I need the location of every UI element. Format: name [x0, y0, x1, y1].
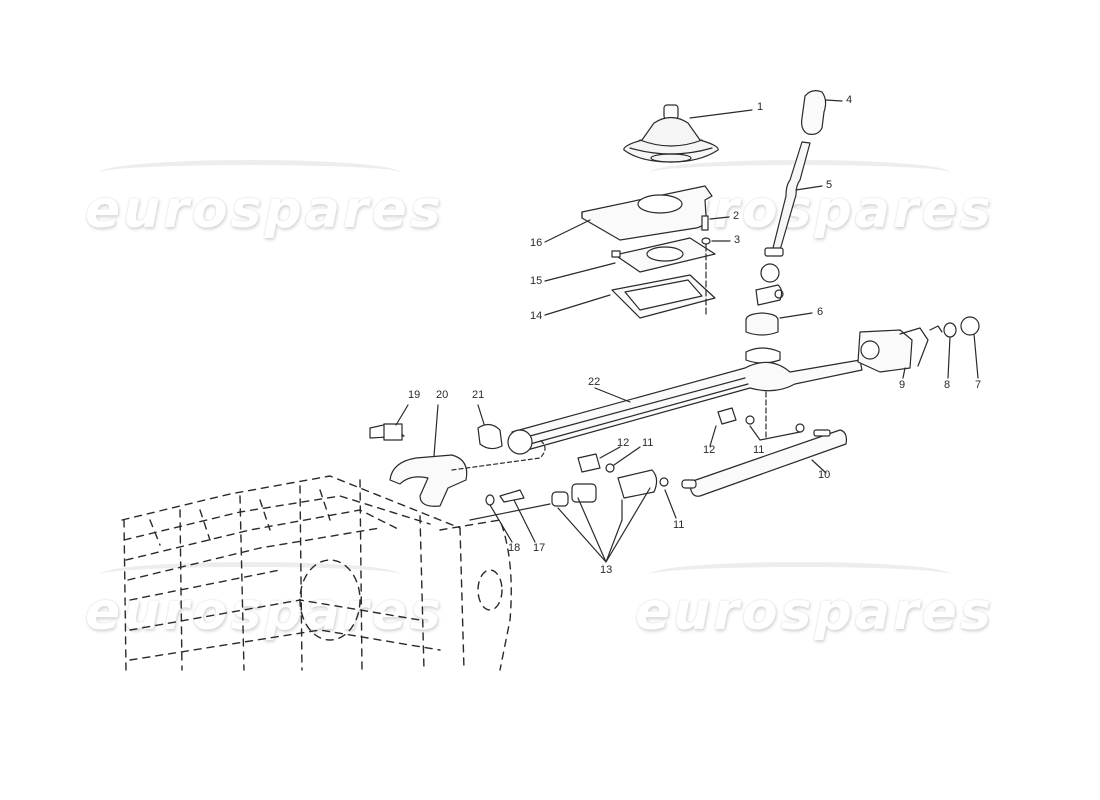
callout-11b: 11	[642, 437, 654, 449]
callout-21: 21	[472, 389, 485, 401]
callout-9: 9	[899, 379, 906, 391]
callout-12a: 12	[703, 444, 716, 456]
callout-12b: 12	[617, 437, 630, 449]
mounting-plate-part	[544, 237, 716, 282]
washer-nut-part	[929, 316, 980, 379]
callout-8: 8	[944, 379, 951, 391]
callout-16: 16	[530, 237, 543, 249]
callout-19: 19	[408, 389, 421, 401]
lever-collar-part	[745, 312, 813, 364]
clevis-right-part	[709, 407, 805, 447]
callout-18: 18	[508, 542, 521, 554]
callout-14: 14	[530, 310, 543, 322]
shift-knob-part	[801, 90, 843, 135]
callout-20: 20	[436, 389, 449, 401]
callout-11a: 11	[753, 444, 765, 456]
callout-15: 15	[530, 275, 543, 287]
selector-rod-part	[681, 429, 847, 497]
callout-17: 17	[533, 542, 546, 554]
callout-6: 6	[817, 306, 824, 318]
shift-boot-part	[623, 104, 753, 163]
bolt-washer-parts	[469, 489, 551, 543]
base-gasket-part	[544, 244, 716, 319]
mounting-bracket-part	[857, 327, 929, 379]
callout-10: 10	[818, 469, 831, 481]
relay-lever-assembly	[369, 404, 546, 507]
callout-1: 1	[757, 101, 764, 113]
gearbox-housing-dashed	[121, 475, 512, 671]
callout-22: 22	[588, 376, 601, 388]
trim-panel-part	[544, 185, 713, 243]
shift-rod-part	[507, 359, 863, 455]
bushing-kit-parts	[551, 446, 677, 563]
callout-5: 5	[826, 179, 833, 191]
callout-2: 2	[733, 210, 740, 222]
callout-11c: 11	[673, 519, 685, 531]
screw-part	[701, 215, 731, 245]
shift-lever-part	[755, 141, 823, 306]
callout-13: 13	[600, 564, 613, 576]
callout-7: 7	[975, 379, 982, 391]
callout-4: 4	[846, 94, 853, 106]
callout-3: 3	[734, 234, 741, 246]
